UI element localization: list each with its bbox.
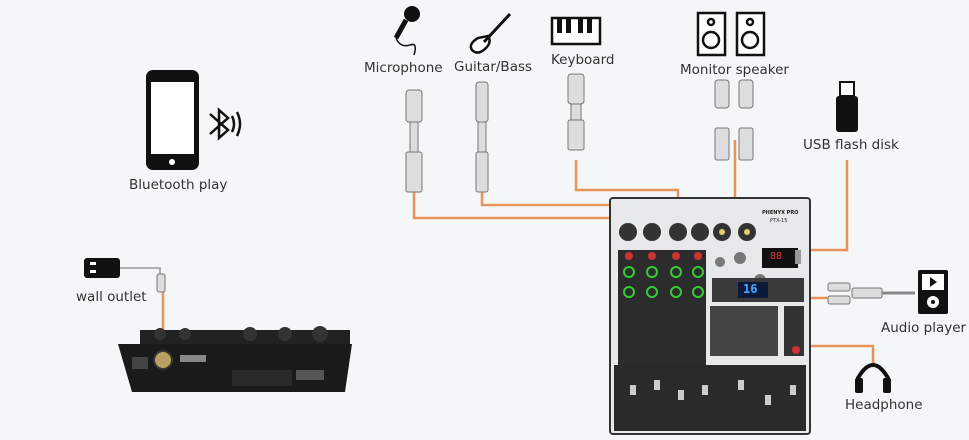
- label-headphone: Headphone: [845, 397, 923, 413]
- usb-display: 88: [770, 251, 783, 262]
- power-adapter-icon: [84, 258, 166, 293]
- logo-brand: PHENYX PRO: [762, 210, 799, 216]
- headphone-icon: [855, 363, 891, 393]
- mixer-back-panel: [118, 326, 352, 392]
- cable-usb: [798, 160, 849, 252]
- label-guitar-bass: Guitar/Bass: [454, 59, 533, 75]
- label-bluetooth-play: Bluetooth play: [129, 177, 228, 193]
- label-microphone: Microphone: [364, 60, 443, 76]
- label-wall-outlet: wall outlet: [76, 289, 147, 305]
- mixer-model: PTX-15: [770, 218, 788, 224]
- channel-display: 16: [743, 282, 758, 296]
- label-audio-player: Audio player: [881, 320, 967, 336]
- guitar-icon: [469, 12, 512, 54]
- bluetooth-icon: [209, 107, 242, 141]
- mixer-console: [609, 197, 811, 435]
- microphone-icon: [393, 6, 420, 56]
- cable-microphone: [412, 192, 630, 232]
- smartphone-icon: [146, 70, 199, 170]
- label-monitor-speaker: Monitor speaker: [680, 62, 789, 78]
- audio-player-icon: [918, 270, 948, 314]
- label-usb-flash-disk: USB flash disk: [803, 137, 899, 153]
- keyboard-icon: [550, 16, 602, 46]
- connectors: [405, 73, 883, 305]
- label-keyboard: Keyboard: [551, 52, 615, 68]
- cable-wall-outlet: [120, 267, 161, 276]
- usb-flash-icon: [836, 81, 858, 132]
- speaker-icon: [696, 11, 766, 57]
